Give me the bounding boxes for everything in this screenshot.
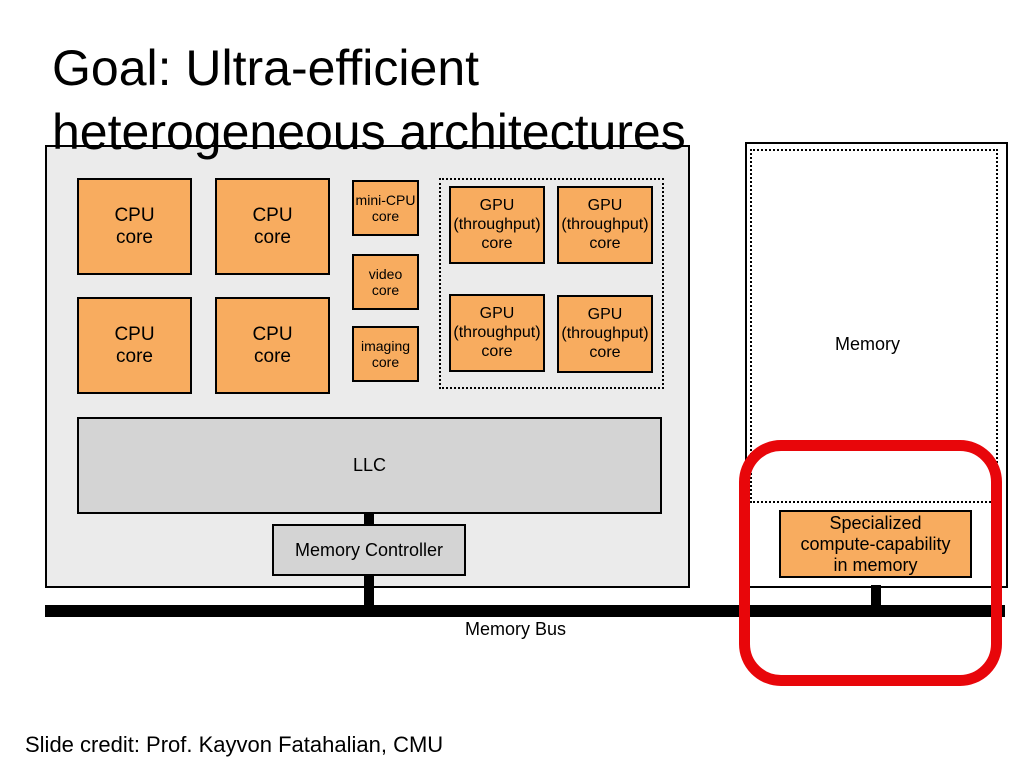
llc-to-controller-link — [364, 514, 374, 525]
slide-title: Goal: Ultra-efficient heterogeneous arch… — [52, 40, 686, 160]
highlight-box — [739, 440, 1002, 686]
imaging-core: imaging core — [352, 326, 419, 382]
cpu-core-3: CPU core — [77, 297, 192, 394]
gpu-core-2-label: GPU (throughput) core — [561, 197, 649, 252]
specialized-compute-box: Specialized compute-capability in memory — [779, 510, 972, 578]
gpu-core-1-label: GPU (throughput) core — [453, 197, 541, 252]
specialized-compute-label: Specialized compute-capability in memory — [800, 512, 951, 575]
cpu-core-2: CPU core — [215, 178, 330, 275]
memory-bus-stub-right — [871, 585, 881, 610]
gpu-cluster — [439, 178, 664, 389]
memory-bus-label: Memory Bus — [465, 619, 567, 639]
cpu-core-1: CPU core — [77, 178, 192, 275]
memory-bus — [45, 605, 1005, 617]
mini-cpu-core: mini-CPU core — [352, 180, 419, 236]
gpu-core-3-label: GPU (throughput) core — [453, 305, 541, 360]
gpu-core-4-label: GPU (throughput) core — [561, 306, 649, 361]
gpu-core-4: GPU (throughput) core — [557, 295, 653, 373]
video-core: video core — [352, 254, 419, 310]
llc-cache: LLC — [77, 417, 662, 514]
memory-bus-stub-left — [364, 576, 374, 610]
gpu-core-1: GPU (throughput) core — [449, 186, 545, 264]
slide-credit: Slide credit: Prof. Kayvon Fatahalian, C… — [25, 732, 444, 757]
cpu-core-4: CPU core — [215, 297, 330, 394]
memory-label: Memory — [835, 334, 901, 354]
memory-controller: Memory Controller — [272, 524, 466, 576]
gpu-core-3: GPU (throughput) core — [449, 294, 545, 372]
gpu-core-2: GPU (throughput) core — [557, 186, 653, 264]
memory-region — [750, 149, 998, 503]
